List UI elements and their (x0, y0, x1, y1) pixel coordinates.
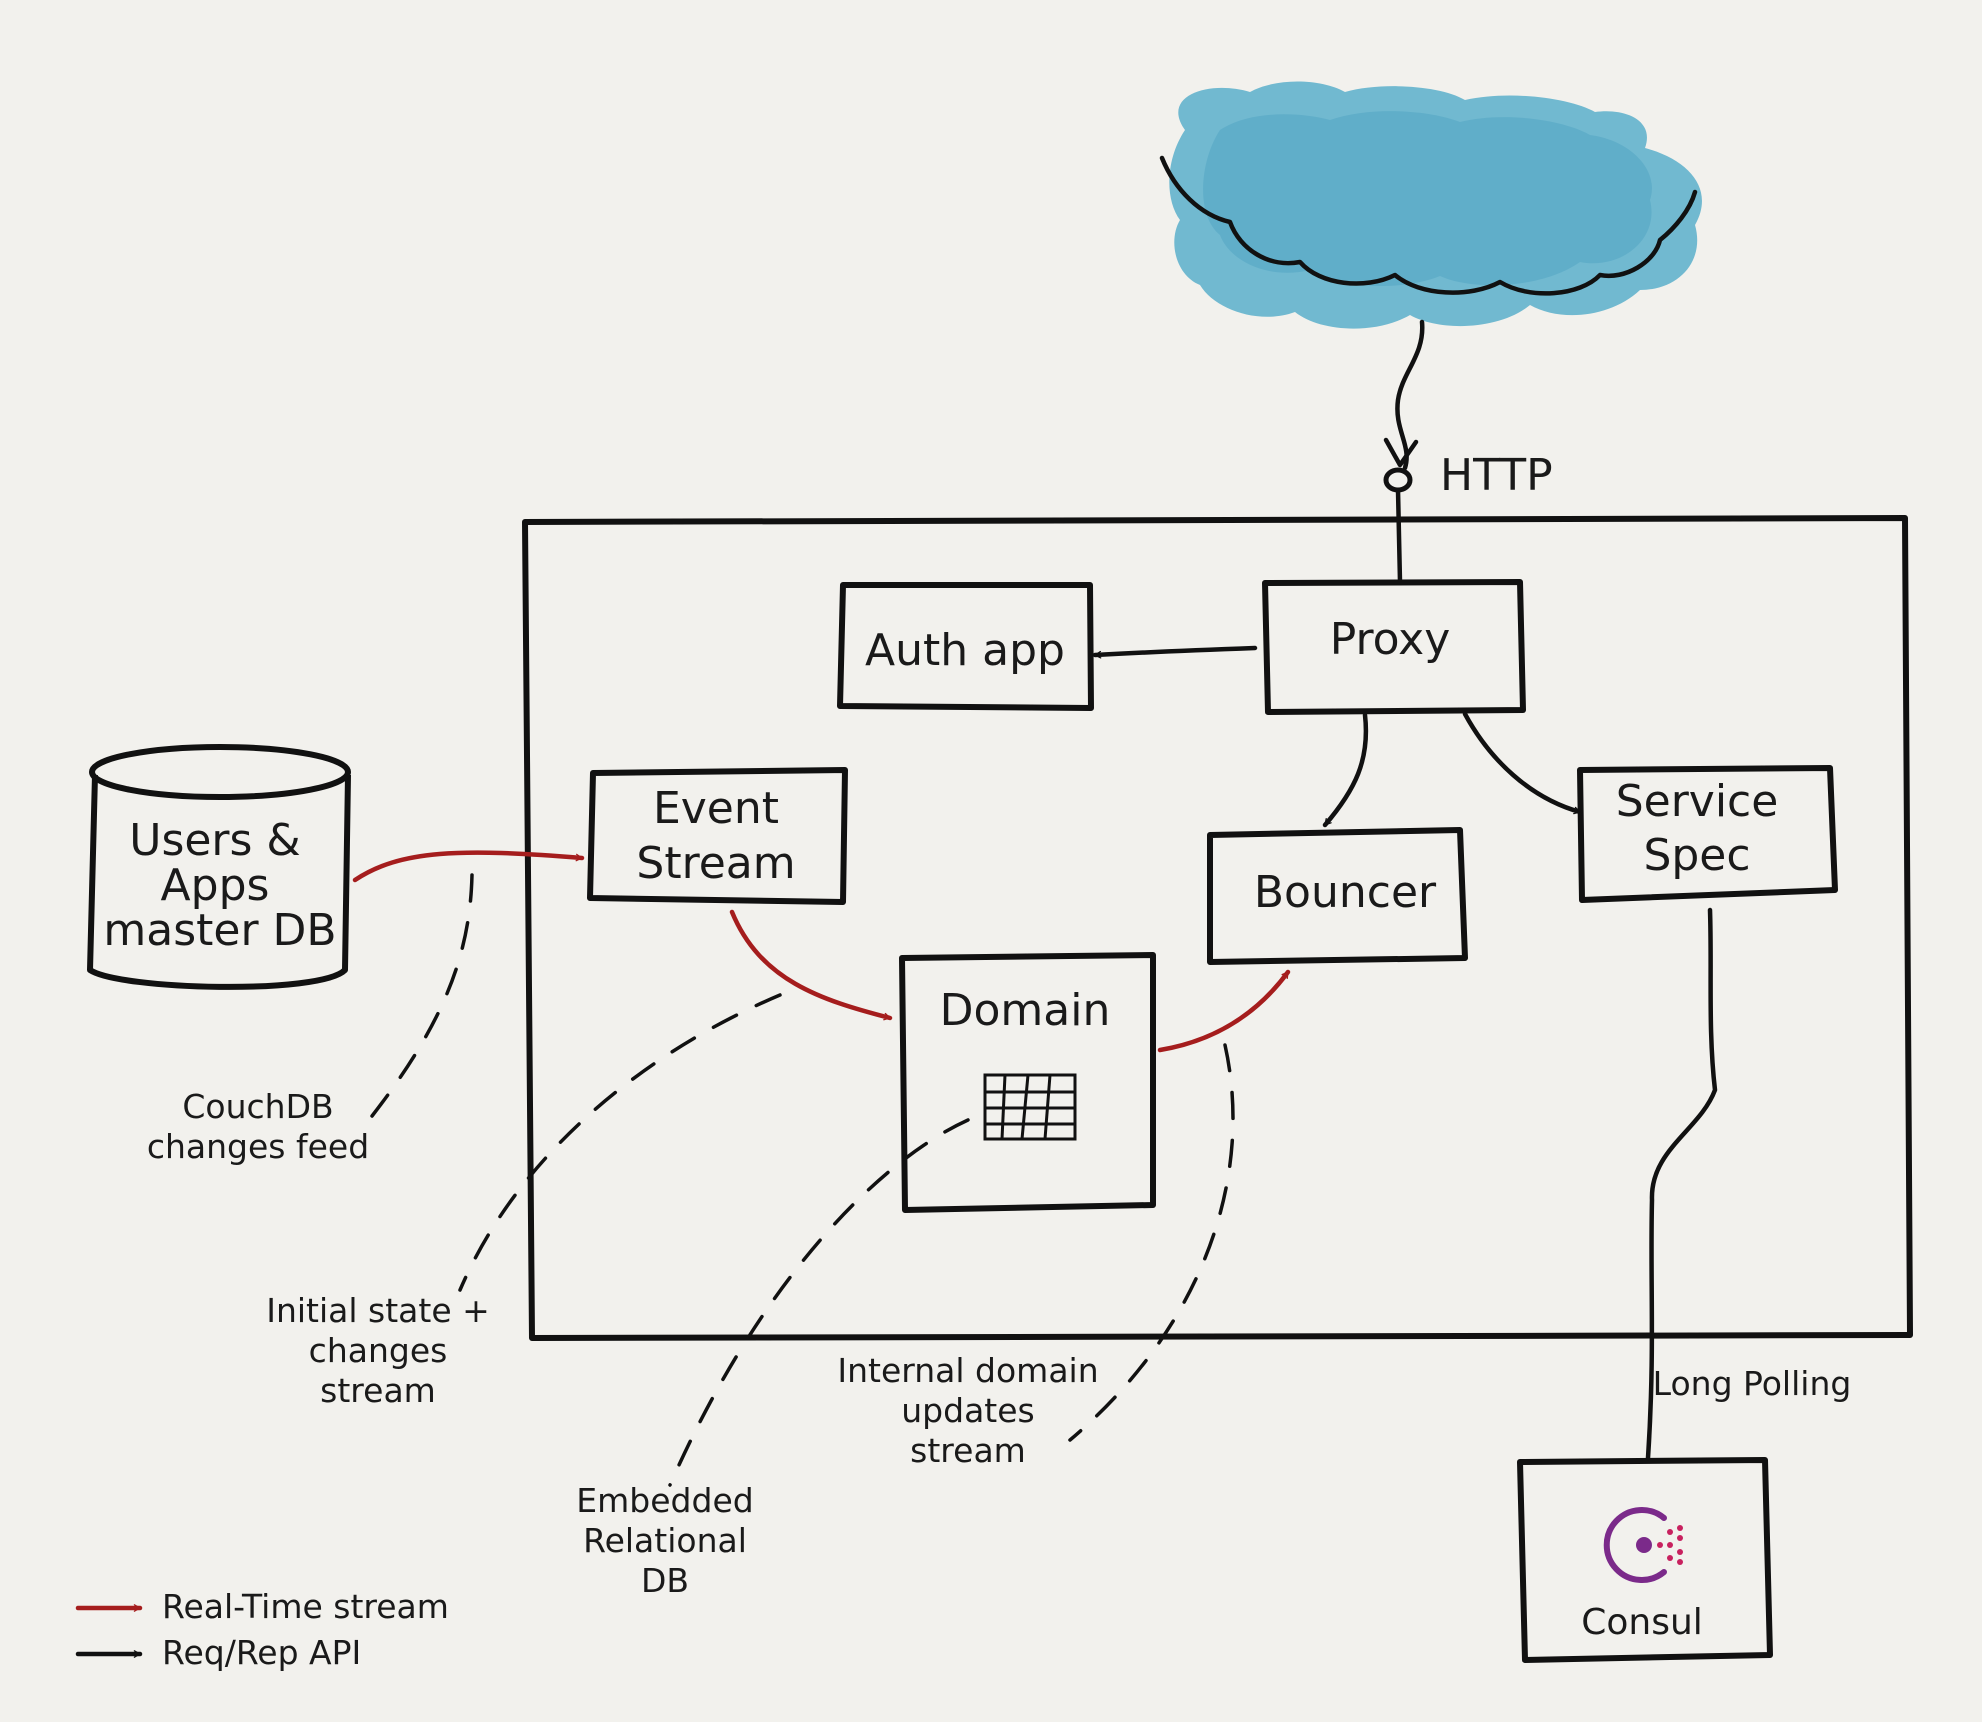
svg-text:CouchDB: CouchDB (182, 1087, 333, 1126)
bouncer-box: Bouncer (1207, 827, 1468, 965)
database-cylinder-icon: Users & Apps master DB (87, 744, 351, 990)
svg-text:stream: stream (910, 1431, 1026, 1470)
proxy-label: Proxy (1330, 614, 1451, 665)
proxy-box: Proxy (1262, 579, 1526, 715)
service-spec-box: Service Spec (1577, 765, 1838, 903)
legend-reqrep-label: Req/Rep API (162, 1633, 361, 1672)
svg-text:Embedded: Embedded (576, 1481, 753, 1520)
svg-text:stream: stream (320, 1371, 436, 1410)
event-stream-to-domain-arrow (729, 909, 893, 1021)
long-polling-label: Long Polling (1653, 1364, 1852, 1403)
http-to-proxy-line (1395, 487, 1403, 585)
legend: Real-Time stream Req/Rep API (75, 1587, 449, 1672)
initial-state-leader (458, 993, 782, 1292)
http-label: HTTP (1440, 450, 1553, 501)
service-spec-label-2: Spec (1643, 830, 1750, 881)
embedded-db-leader (668, 1118, 970, 1487)
system-boundary (522, 515, 1913, 1341)
domain-box: Domain (899, 952, 1156, 1213)
internal-updates-annotation: Internal domain updates stream (837, 1351, 1098, 1470)
svg-text:changes feed: changes feed (147, 1127, 369, 1166)
legend-realtime-label: Real-Time stream (162, 1587, 449, 1626)
svg-text:changes: changes (309, 1331, 448, 1370)
couchdb-annotation: CouchDB changes feed (147, 1087, 369, 1166)
embedded-db-annotation: Embedded Relational DB (576, 1481, 753, 1600)
db-label-3: master DB (103, 905, 336, 956)
svg-text:DB: DB (641, 1561, 689, 1600)
event-stream-box: Event Stream (587, 767, 848, 905)
cloud-to-proxy-link (1395, 319, 1425, 471)
cloud-icon (1159, 81, 1702, 329)
service-spec-label-1: Service (1616, 776, 1779, 827)
internal-updates-leader (1068, 1043, 1235, 1442)
consul-logo-icon (1603, 1507, 1683, 1583)
db-label-2: Apps (161, 860, 270, 911)
auth-app-box: Auth app (837, 582, 1094, 711)
db-label-1: Users & (129, 815, 301, 866)
proxy-to-service-spec-arrow (1462, 711, 1583, 815)
table-grid-icon (983, 1073, 1077, 1141)
couchdb-leader (363, 873, 474, 1127)
consul-box: Consul (1517, 1457, 1773, 1663)
bouncer-label: Bouncer (1254, 867, 1437, 918)
proxy-to-bouncer-arrow (1322, 712, 1369, 828)
event-stream-label-1: Event (653, 783, 779, 834)
service-spec-to-consul-line (1645, 907, 1718, 1461)
svg-text:Initial state +: Initial state + (266, 1291, 490, 1330)
auth-app-label: Auth app (865, 625, 1065, 676)
svg-text:Internal domain: Internal domain (837, 1351, 1098, 1390)
domain-to-bouncer-arrow (1157, 969, 1291, 1053)
svg-text:updates: updates (901, 1391, 1034, 1430)
proxy-to-auth-arrow (1092, 645, 1258, 659)
domain-label: Domain (940, 985, 1111, 1036)
initial-state-annotation: Initial state + changes stream (266, 1291, 490, 1410)
svg-text:Relational: Relational (583, 1521, 747, 1560)
http-port-circle (1383, 467, 1413, 493)
consul-label: Consul (1581, 1602, 1703, 1643)
event-stream-label-2: Stream (636, 838, 795, 889)
cloud-arrowhead (1383, 437, 1419, 468)
db-to-event-stream-arrow (352, 850, 585, 883)
